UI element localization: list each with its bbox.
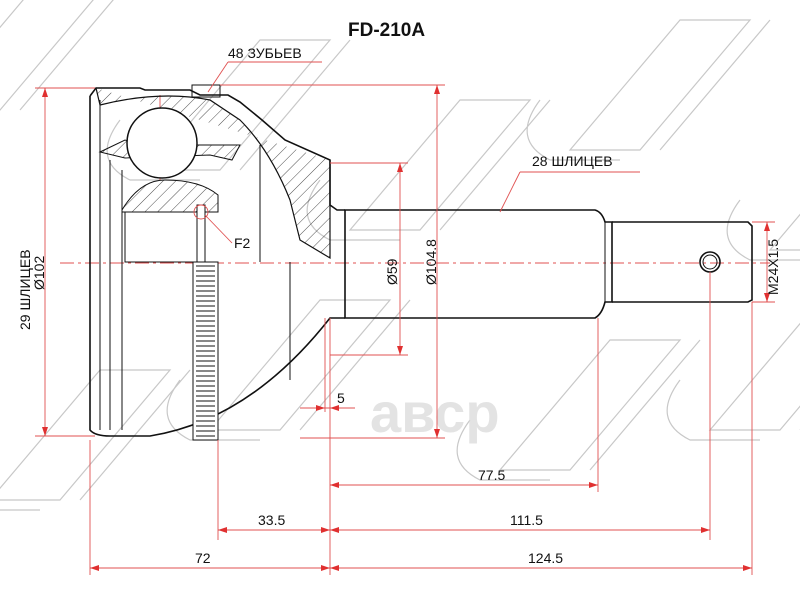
- dim-33-5: 33.5: [258, 512, 285, 528]
- dim-124-5: 124.5: [528, 550, 563, 566]
- part-number: FD-210A: [348, 20, 425, 41]
- dim-72: 72: [195, 550, 211, 566]
- d104-label: Ø104.8: [423, 239, 439, 285]
- thread-label: M24X1.5: [765, 239, 781, 295]
- dim-5: 5: [337, 390, 345, 406]
- ball: [126, 107, 198, 179]
- abs-ring: [192, 261, 219, 441]
- d59-label: Ø59: [384, 258, 400, 285]
- sat-watermark: авср: [0, 0, 800, 511]
- dimension-arrows: [42, 85, 770, 571]
- gear-tooth: [191, 84, 221, 98]
- outer-splines-label: 28 ШЛИЦЕВ: [532, 153, 613, 169]
- f2-label: F2: [234, 235, 251, 251]
- outer-housing: [89, 84, 345, 437]
- teeth-label: 48 ЗУБЬЕВ: [228, 45, 302, 61]
- ball-cage: [98, 107, 241, 263]
- inner-splines-label: 29 ШЛИЦЕВ: [17, 249, 33, 330]
- dimension-lines: [35, 61, 775, 575]
- dim-77-5: 77.5: [478, 467, 505, 483]
- dim-111-5: 111.5: [510, 512, 543, 528]
- overlay-watermark: авср: [370, 381, 500, 444]
- shaft: [344, 209, 753, 319]
- inner-diameter-label: Ø102: [31, 256, 47, 290]
